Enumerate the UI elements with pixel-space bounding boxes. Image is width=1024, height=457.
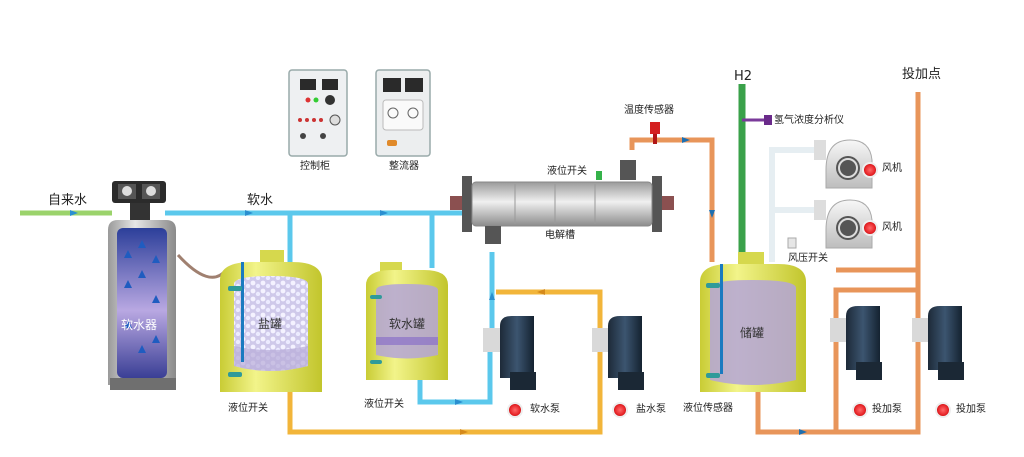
salt-tank-level-switch-label: 液位开关 [228, 403, 268, 414]
soft-water-tank-label: 软水罐 [389, 317, 426, 331]
fan-air-line-1 [769, 147, 822, 262]
fan-2-indicator [862, 220, 878, 236]
brine-pump-label: 盐水泵 [636, 404, 666, 415]
brine-pipe [287, 289, 603, 435]
fan-2 [814, 199, 873, 249]
brine-return-hose [176, 253, 228, 279]
h2-label: H2 [734, 69, 753, 84]
soft-pump-label: 软水泵 [530, 404, 560, 415]
dosing-pump-2 [912, 306, 964, 380]
dosing-pump-1-indicator [852, 402, 868, 418]
soft-water-label: 软水 [247, 193, 274, 208]
dosing-point-label: 投加点 [902, 67, 942, 82]
fan-2-label: 风机 [882, 222, 902, 233]
soft-water-tank [366, 262, 448, 380]
soft-water-main-pipe [165, 210, 435, 268]
hydrogen-analyzer-label: 氢气浓度分析仪 [774, 115, 844, 126]
level-sensor-label: 液位传感器 [683, 403, 733, 414]
soft-water-pump [483, 316, 536, 390]
control-cabinet-label: 控制柜 [300, 161, 330, 172]
pressure-switch [787, 237, 797, 249]
electrolyzer-label: 电解槽 [545, 230, 575, 241]
dosing-pump-1-label: 投加泵 [872, 404, 902, 415]
cell-level-switch-label: 液位开关 [547, 166, 587, 177]
fan-1 [814, 139, 873, 189]
electrolyzer-cell [450, 160, 674, 244]
dosing-pump-2-label: 投加泵 [956, 404, 986, 415]
water-softener [108, 181, 176, 390]
pressure-switch-label: 风压开关 [788, 253, 828, 264]
status-indicators [507, 162, 951, 418]
hydrogen-analyzer [764, 115, 772, 125]
product-pipe [629, 137, 715, 262]
salt-tank [220, 250, 322, 392]
product-arrows [682, 137, 807, 435]
soft-pump-indicator [507, 402, 523, 418]
temperature-sensor [650, 122, 660, 144]
dosing-pump-1 [830, 306, 882, 380]
brine-pump-indicator [612, 402, 628, 418]
soft-tank-level-switch-label: 液位开关 [364, 399, 404, 410]
salt-tank-label: 盐罐 [258, 317, 283, 331]
fan-1-label: 风机 [882, 163, 902, 174]
flow-arrows [70, 210, 495, 405]
storage-tank [700, 252, 806, 392]
fan-1-indicator [862, 162, 878, 178]
rectifier [375, 69, 431, 157]
storage-tank-label: 储罐 [740, 326, 765, 340]
brine-arrows [460, 289, 545, 435]
temp-sensor-label: 温度传感器 [624, 105, 674, 116]
raw-water-label: 自来水 [48, 193, 88, 208]
softener-label: 软水器 [121, 318, 158, 332]
dosing-line-branch [833, 287, 918, 432]
brine-pump [592, 316, 644, 390]
control-cabinet [288, 69, 348, 157]
rectifier-label: 整流器 [389, 161, 419, 172]
dosing-pump-2-indicator [935, 402, 951, 418]
